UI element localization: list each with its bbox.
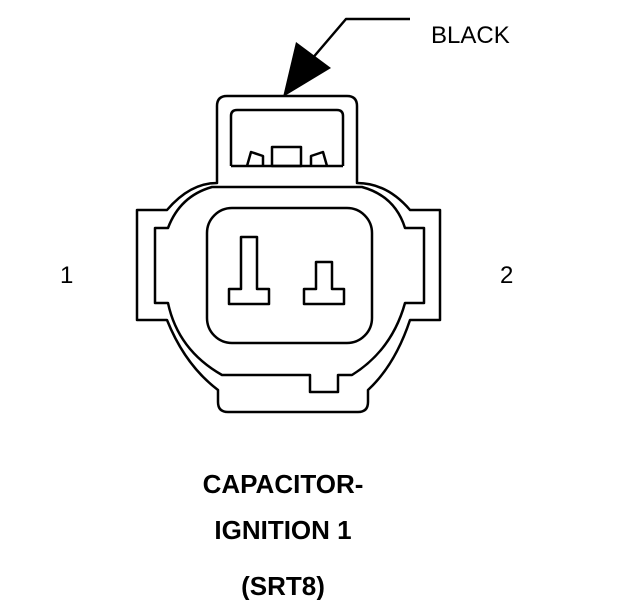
- terminal-cavity-1: [227, 235, 271, 306]
- latch-ramp-right: [309, 150, 329, 167]
- caption-component-name: CAPACITOR-: [202, 469, 364, 499]
- callout-leader-line: [310, 17, 410, 61]
- pin-number-1: 1: [60, 262, 74, 289]
- latch-ramp-left: [245, 150, 265, 167]
- latch-frame: [229, 108, 345, 166]
- pin-number-2: 2: [500, 262, 514, 289]
- caption-model-variant: (SRT8): [241, 571, 325, 600]
- caption-component-subname: IGNITION 1: [214, 515, 352, 545]
- connector-mating-face: [205, 206, 374, 345]
- latch-tab: [270, 145, 303, 168]
- callout-arrowhead: [283, 42, 331, 97]
- callout-label-color: BLACK: [431, 22, 510, 49]
- terminal-cavity-2: [302, 260, 346, 306]
- connector-housing-outline: [135, 94, 442, 414]
- connector-inner-wall: [153, 185, 426, 394]
